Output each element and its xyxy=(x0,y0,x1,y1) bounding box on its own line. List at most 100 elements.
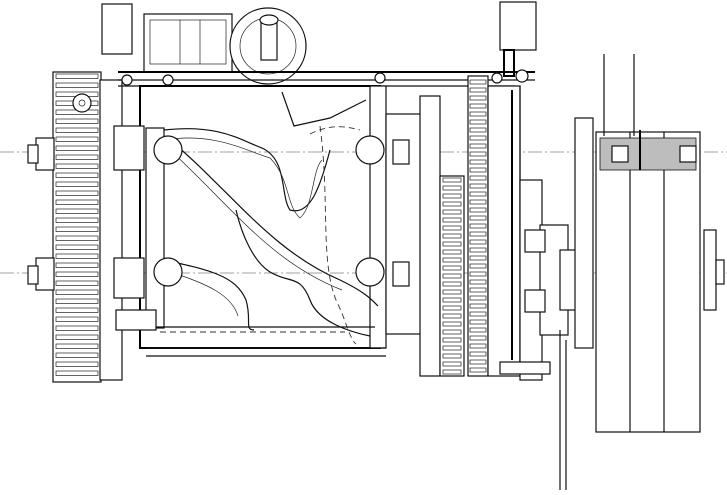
gear-tooth xyxy=(469,127,487,133)
gear-tooth xyxy=(469,303,487,309)
gear-tooth xyxy=(55,136,99,142)
gear-tooth xyxy=(442,329,462,335)
gear-tooth xyxy=(442,337,462,343)
gear-tooth xyxy=(442,209,462,215)
gear-tooth xyxy=(469,159,487,165)
gear-tooth xyxy=(442,313,462,319)
gear-tooth xyxy=(55,73,99,79)
gear-tooth xyxy=(469,335,487,341)
gear-tooth xyxy=(55,271,99,277)
drive-pulley xyxy=(229,7,307,85)
gear-tooth xyxy=(55,208,99,214)
gear-tooth xyxy=(55,190,99,196)
gear-tooth xyxy=(442,353,462,359)
gear-tooth xyxy=(442,257,462,263)
gear-tooth xyxy=(55,217,99,223)
gear-tooth xyxy=(469,255,487,261)
gear-tooth xyxy=(55,325,99,331)
clutch-assembly xyxy=(499,117,594,490)
gear-tooth xyxy=(55,82,99,88)
gear-tooth xyxy=(55,316,99,322)
gear-tooth xyxy=(469,319,487,325)
gear-tooth xyxy=(469,207,487,213)
gear-tooth xyxy=(55,181,99,187)
gear-tooth xyxy=(469,87,487,93)
gear-tooth xyxy=(469,287,487,293)
gear-tooth xyxy=(55,154,99,160)
gear-tooth xyxy=(469,271,487,277)
gear-tooth xyxy=(469,359,487,365)
gear-tooth xyxy=(469,295,487,301)
gear-tooth xyxy=(55,334,99,340)
gear-tooth xyxy=(442,177,462,183)
top-bracket xyxy=(101,1,537,77)
gear-tooth xyxy=(469,119,487,125)
gear-tooth xyxy=(469,231,487,237)
gear-tooth xyxy=(442,345,462,351)
gear-tooth xyxy=(469,167,487,173)
gear-tooth xyxy=(55,343,99,349)
gear-tooth xyxy=(469,199,487,205)
gear-tooth xyxy=(55,280,99,286)
gear-tooth xyxy=(55,307,99,313)
gear-tooth xyxy=(442,305,462,311)
gear-tooth xyxy=(55,199,99,205)
gear-tooth xyxy=(55,172,99,178)
gear-tooth xyxy=(442,265,462,271)
gear-tooth xyxy=(469,215,487,221)
gear-tooth xyxy=(469,103,487,109)
middle-gear-stack xyxy=(385,75,521,377)
gear-tooth xyxy=(469,311,487,317)
gear-tooth xyxy=(55,298,99,304)
gear-tooth xyxy=(442,225,462,231)
gear-tooth xyxy=(442,281,462,287)
gear-tooth xyxy=(442,273,462,279)
gear-tooth xyxy=(55,163,99,169)
gear-tooth xyxy=(442,241,462,247)
gear-tooth xyxy=(55,262,99,268)
right-pulley-stack xyxy=(595,54,725,433)
gear-tooth xyxy=(55,352,99,358)
gear-tooth xyxy=(55,145,99,151)
gear-tooth xyxy=(442,297,462,303)
gear-tooth xyxy=(442,201,462,207)
gear-tooth xyxy=(469,79,487,85)
gear-tooth xyxy=(469,263,487,269)
gear-tooth xyxy=(469,183,487,189)
gear-tooth xyxy=(442,217,462,223)
left-gear-stack xyxy=(27,71,123,383)
gear-tooth xyxy=(442,233,462,239)
gear-tooth xyxy=(442,185,462,191)
gear-tooth xyxy=(55,289,99,295)
gear-tooth xyxy=(469,279,487,285)
gear-tooth xyxy=(469,143,487,149)
gear-tooth xyxy=(469,151,487,157)
gear-tooth xyxy=(469,111,487,117)
gear-tooth xyxy=(469,327,487,333)
gear-tooth xyxy=(55,127,99,133)
gear-tooth xyxy=(442,369,462,375)
gear-tooth xyxy=(55,235,99,241)
gear-tooth xyxy=(469,247,487,253)
gear-tooth xyxy=(55,226,99,232)
gear-tooth xyxy=(469,351,487,357)
gear-tooth xyxy=(55,370,99,376)
gear-tooth xyxy=(442,289,462,295)
gear-tooth xyxy=(469,135,487,141)
gear-tooth xyxy=(442,193,462,199)
gear-tooth xyxy=(469,175,487,181)
gear-tooth xyxy=(55,253,99,259)
gear-tooth xyxy=(442,321,462,327)
gear-tooth xyxy=(469,191,487,197)
gear-tooth xyxy=(442,361,462,367)
gear-tooth xyxy=(469,95,487,101)
gear-tooth xyxy=(469,239,487,245)
gear-tooth xyxy=(469,223,487,229)
gear-tooth xyxy=(55,118,99,124)
cam-curves xyxy=(153,91,385,345)
gear-tooth xyxy=(442,249,462,255)
gear-tooth xyxy=(469,343,487,349)
gear-tooth xyxy=(469,367,487,373)
